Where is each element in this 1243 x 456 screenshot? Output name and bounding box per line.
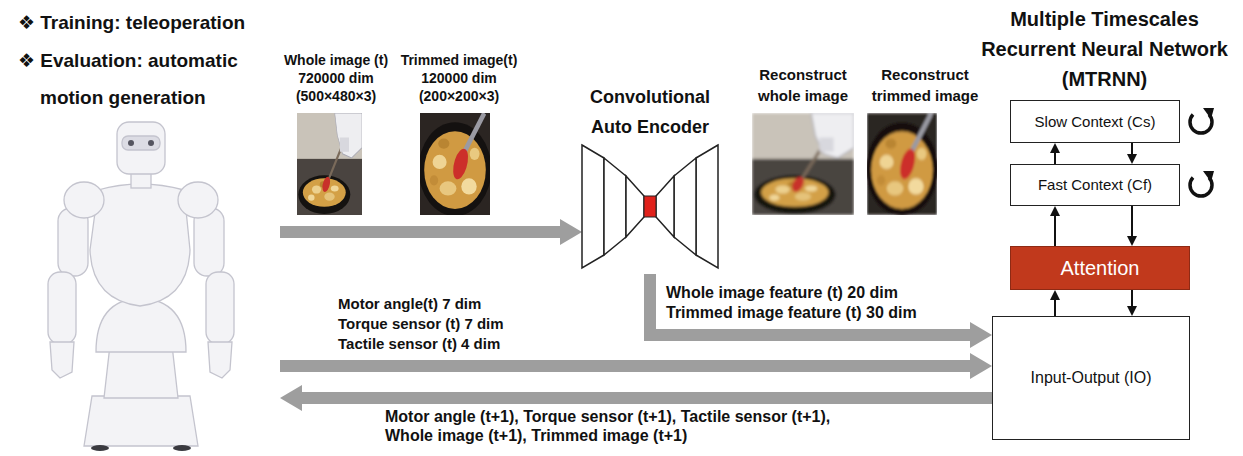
signal-arrow	[970, 353, 992, 379]
camera-image	[297, 113, 491, 216]
robot-illustration	[48, 272, 76, 344]
robot-illustration	[208, 342, 232, 378]
connector-label: Whole image feature (t) 20 dim Trimmed i…	[666, 283, 956, 323]
connector-arrow	[1054, 216, 1056, 246]
box-label: Fast Context (Cf)	[1038, 176, 1152, 194]
image-caption: Reconstruct trimmed image	[866, 64, 984, 106]
box-label: Input-Output (IO)	[1031, 368, 1152, 387]
robot-illustration	[84, 396, 198, 446]
robot-illustration	[50, 342, 74, 378]
layer-box: Slow Context (Cs)	[1010, 100, 1180, 143]
encoder-block: Convolutional Auto Encoder	[560, 82, 740, 274]
robot-illustration	[128, 140, 134, 146]
connector-arrow	[1131, 206, 1133, 236]
image-caption: Reconstruct whole image	[744, 64, 862, 106]
reconstructed-image	[752, 113, 854, 215]
recurrence-icon	[1190, 115, 1212, 134]
image-caption: Whole image (t) 720000 dim (500×480×3)	[278, 51, 394, 105]
robot-illustration	[104, 345, 178, 398]
reconstructed-image	[866, 113, 939, 216]
robot-illustration	[206, 272, 234, 344]
signal-label: Motor angle(t) 7 dim Torque sensor (t) 7…	[338, 294, 518, 354]
layer-box: Fast Context (Cf)	[1010, 164, 1180, 206]
robot-illustration	[117, 122, 165, 174]
reconstructed-image	[866, 113, 939, 216]
encoder-layer	[696, 145, 718, 268]
connector-arrow	[1054, 300, 1056, 316]
signal-arrow	[280, 385, 302, 411]
robot-illustration	[122, 136, 160, 150]
reconstructed-image	[752, 113, 854, 215]
robot-illustration	[64, 182, 104, 218]
encoder-layer	[604, 158, 626, 255]
signal-arrow	[560, 219, 582, 245]
signal-arrow	[280, 360, 970, 372]
signal-arrow	[280, 226, 560, 238]
robot-illustration	[90, 184, 190, 306]
recurrence-icon	[1203, 171, 1214, 182]
camera-image	[297, 113, 362, 215]
image-caption: Trimmed image(t) 120000 dim (200×200×3)	[396, 51, 522, 105]
signal-label: Motor angle (t+1), Torque sensor (t+1), …	[385, 407, 860, 445]
signal-arrow	[280, 219, 992, 411]
attention-box: Attention	[1010, 246, 1190, 290]
box-label: Slow Context (Cs)	[1035, 113, 1156, 131]
robot-illustration	[178, 182, 218, 218]
robot-illustration	[173, 445, 191, 451]
recurrence-icon	[1190, 108, 1214, 196]
camera-image	[419, 113, 492, 216]
bullet-note: ❖ Training: teleoperation	[18, 4, 288, 41]
recurrence-icon	[1203, 108, 1214, 119]
connector-arrow	[1054, 153, 1056, 164]
camera-image	[297, 113, 362, 215]
latent-layer	[644, 196, 656, 217]
reconstructed-image	[866, 113, 939, 216]
recurrence-icon	[1190, 178, 1212, 197]
reconstructed-image	[752, 113, 854, 215]
signal-arrow	[302, 392, 992, 404]
layer-box: Input-Output (IO)	[992, 316, 1190, 440]
robot-illustration	[148, 140, 154, 146]
reconstructed-image	[752, 113, 938, 216]
connector-arrow	[1131, 143, 1133, 154]
camera-image	[419, 113, 492, 216]
box-label: Attention	[1061, 256, 1140, 280]
encoder-layer	[674, 158, 696, 255]
connector-arrow	[1131, 290, 1133, 306]
connector-arrow	[650, 274, 970, 335]
robot-illustration	[91, 445, 109, 451]
encoder-layer	[656, 176, 674, 237]
encoder-outline	[560, 82, 740, 274]
group-title: Multiple Timescales Recurrent Neural Net…	[972, 4, 1237, 94]
bullet-note: ❖ Evaluation: automatic motion generatio…	[18, 42, 288, 116]
encoder-layer	[626, 176, 644, 237]
encoder-layer	[582, 145, 604, 268]
robot-illustration	[48, 122, 234, 451]
block-heading: Convolutional Auto Encoder	[580, 82, 720, 142]
